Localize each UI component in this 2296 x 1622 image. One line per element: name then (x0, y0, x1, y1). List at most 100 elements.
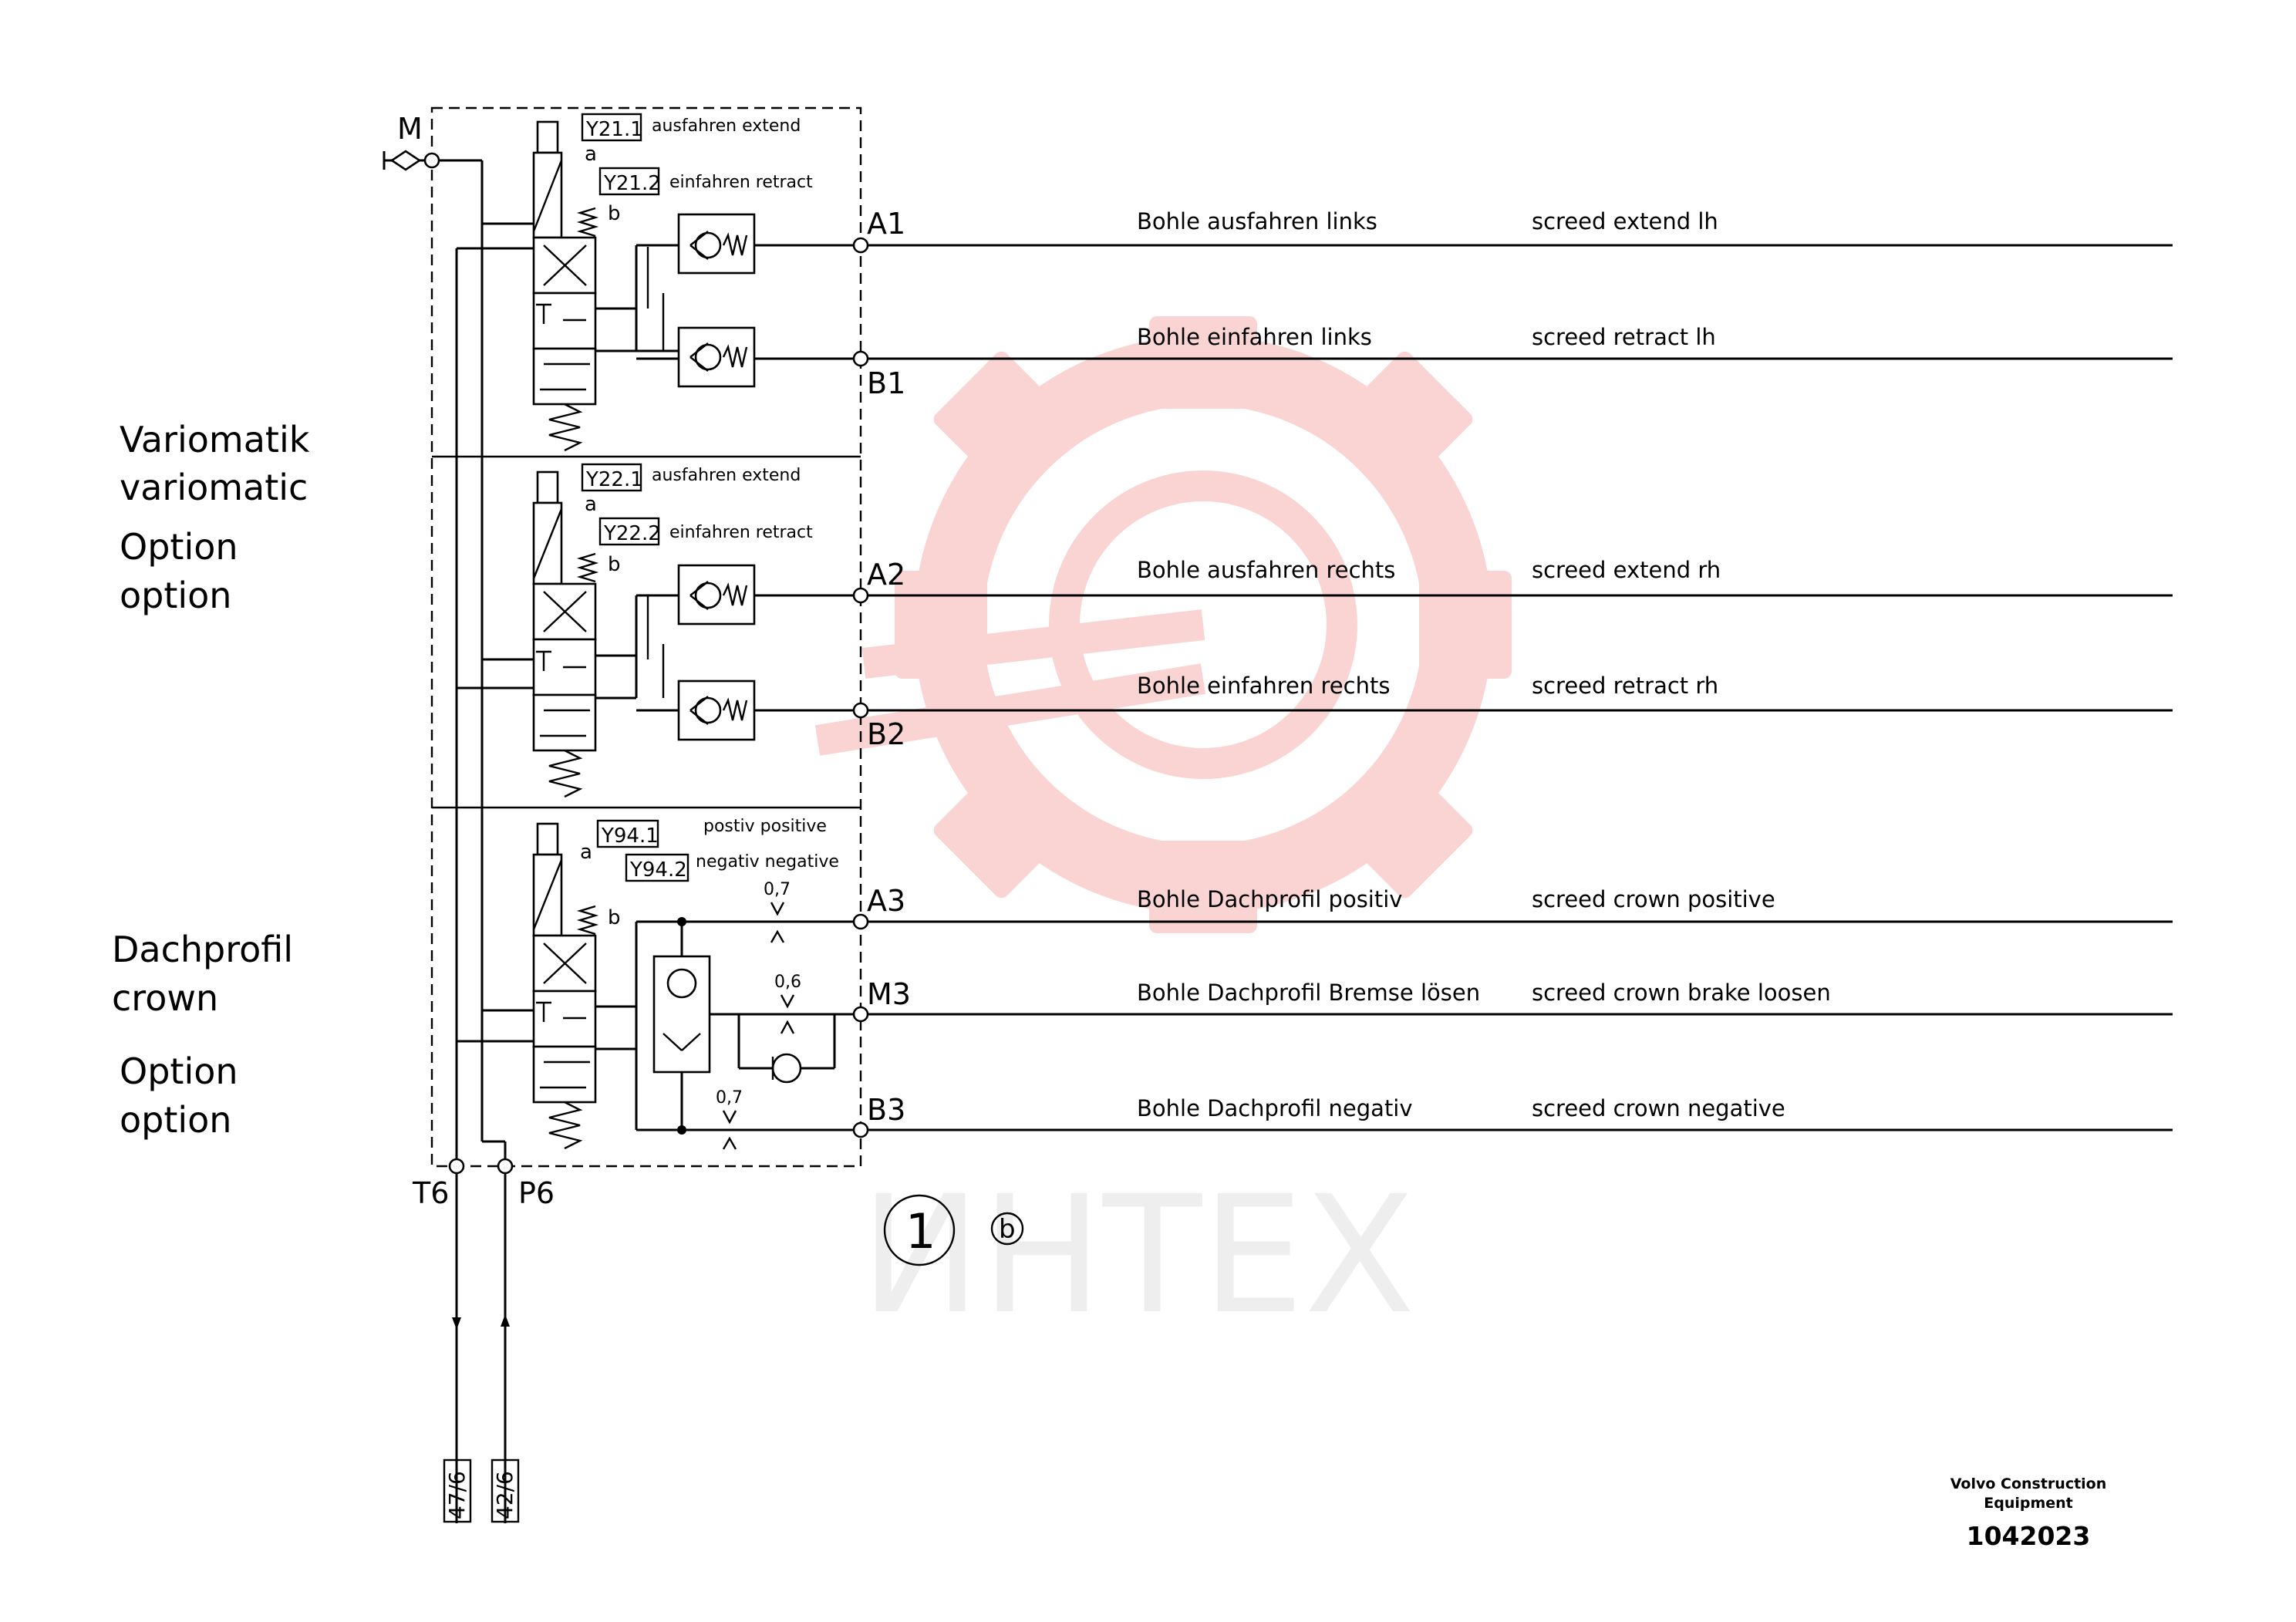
brand-line-2: Equipment (1984, 1495, 2073, 1512)
port-m3-label: M3 (867, 977, 911, 1011)
solenoid-a-tag-2: Y22.1 (585, 468, 643, 491)
spring-icon (548, 1101, 583, 1150)
port-b3-marker (852, 1121, 869, 1138)
port-m-marker (423, 152, 440, 169)
position-b-label-2: b (608, 553, 621, 576)
callout-sub-text: b (999, 1214, 1016, 1245)
callouts: 1 b (883, 1194, 1024, 1266)
line-a3-desc-de: Bohle Dachprofil positiv (1137, 886, 1402, 912)
callout-main-text: 1 (905, 1203, 936, 1259)
solenoid-b-tag-1: Y21.2 (603, 172, 661, 195)
section-variomatic-title-en: variomatic (120, 467, 308, 508)
solenoid-a-label-1: ausfahren extend (652, 116, 801, 136)
spring-icon (548, 749, 583, 798)
solenoid-a-tag-3: Y94.1 (601, 824, 659, 848)
restrictor-icon (722, 1110, 737, 1125)
section-variomatic-option-de: Option (120, 526, 238, 568)
callout-sub-circle (990, 1212, 1024, 1246)
position-a-label-3: a (580, 841, 592, 864)
ref-box-tank (443, 1458, 472, 1523)
valve-block-outline (430, 106, 862, 1168)
line-a1-desc-de: Bohle ausfahren links (1137, 208, 1377, 234)
port-a2-marker (852, 587, 869, 604)
port-a1-marker (852, 237, 869, 254)
gauge-port-icon (389, 150, 422, 171)
solenoid-b-label-2: einfahren retract (669, 523, 813, 542)
port-labels: A1 B1 A2 B2 A3 M3 B3 (867, 207, 911, 1127)
drawing-code: 1042023 (1967, 1521, 2091, 1551)
port-a3-label: A3 (867, 884, 905, 918)
line-b2-desc-en: screed retract rh (1532, 673, 1718, 699)
section-crown-option-de: Option (120, 1050, 238, 1092)
port-t6-marker (448, 1158, 465, 1175)
solenoid-a-label-2: ausfahren extend (652, 466, 801, 485)
section-labels: Variomatik variomatic Option option Dach… (112, 419, 310, 1141)
line-a3-desc-en: screed crown positive (1532, 886, 1775, 912)
solenoid-a-label-3: postiv positive (703, 817, 827, 836)
section-crown-title-de: Dachprofil (112, 929, 293, 970)
spool-position-b (532, 693, 597, 752)
supply-lines: M T6 P6 47/6 42/6 (383, 112, 555, 1523)
ref-pressure-text: 42/6 (492, 1471, 518, 1519)
position-a-label-1: a (585, 143, 597, 166)
watermark-gear-teeth (895, 316, 1512, 933)
solenoid-a-tag-1: Y21.1 (585, 118, 643, 141)
restrictor-icon (780, 994, 795, 1009)
line-b3-desc-en: screed crown negative (1532, 1095, 1785, 1121)
check-valve-icon (771, 1053, 802, 1084)
port-b1-marker (852, 350, 869, 367)
line-b2-desc-de: Bohle einfahren rechts (1137, 673, 1390, 699)
solenoid-b-label-1: einfahren retract (669, 173, 813, 192)
valve-section-3: Y94.1 postiv positive a Y94.2 negativ ne… (457, 817, 861, 1150)
ref-box-pressure (491, 1458, 520, 1523)
ref-tank-text: 47/6 (444, 1471, 470, 1519)
output-lines (852, 237, 2173, 1138)
section-crown-option-en: option (120, 1099, 231, 1141)
section-variomatic-title-de: Variomatik (120, 419, 310, 460)
line-b1-desc-en: screed retract lh (1532, 324, 1716, 350)
port-b3-label: B3 (867, 1093, 905, 1127)
port-b2-label: B2 (867, 717, 905, 751)
line-descriptions: Bohle ausfahren links screed extend lh B… (1137, 208, 1831, 1121)
restrictor-1-value: 0,7 (764, 880, 791, 899)
port-a3-marker (852, 913, 869, 930)
restrictor-icon (770, 902, 785, 916)
line-b3-desc-de: Bohle Dachprofil negativ (1137, 1095, 1413, 1121)
line-a1-desc-en: screed extend lh (1532, 208, 1718, 234)
position-a-label-2: a (585, 493, 597, 516)
port-m3-marker (852, 1006, 869, 1023)
restrictor-2-value: 0,6 (774, 973, 801, 992)
solenoid-b-tag-3: Y94.2 (629, 858, 687, 882)
flow-arrow-up-icon (501, 1314, 510, 1327)
line-b1-desc-de: Bohle einfahren links (1137, 324, 1372, 350)
watermark-text: ИНТЕХ (860, 1161, 1415, 1350)
flow-arrow-down-icon (452, 1317, 461, 1330)
port-a2-label: A2 (867, 558, 905, 592)
port-b1-label: B1 (867, 366, 905, 400)
section-crown-title-en: crown (112, 977, 218, 1019)
port-a1-label: A1 (867, 207, 905, 241)
spring-icon (548, 403, 583, 452)
port-m-label: M (397, 112, 423, 146)
restrictor-3-value: 0,7 (716, 1088, 743, 1108)
position-b-label-3: b (608, 906, 621, 929)
port-b2-marker (852, 702, 869, 719)
port-p6-label: P6 (518, 1176, 555, 1210)
shuttle-valve-icon (652, 955, 711, 1074)
valve-section-1: Y21.1 ausfahren extend a Y21.2 einfahren… (457, 113, 861, 452)
brand-block: Volvo Construction Equipment 1042023 (1950, 1475, 2107, 1551)
line-m3-desc-en: screed crown brake loosen (1532, 980, 1831, 1006)
spool-position-b (532, 1045, 597, 1104)
section-variomatic-option-en: option (120, 575, 231, 616)
callout-main-circle (883, 1194, 956, 1266)
line-a2-desc-de: Bohle ausfahren rechts (1137, 557, 1395, 583)
position-b-label-1: b (608, 202, 621, 225)
spool-position-b (532, 347, 597, 406)
brand-line-1: Volvo Construction (1950, 1475, 2107, 1492)
port-p6-marker (497, 1158, 514, 1175)
port-t6-label: T6 (412, 1176, 449, 1210)
valve-section-2: Y22.1 ausfahren extend a Y22.2 einfahren… (457, 463, 861, 798)
line-m3-desc-de: Bohle Dachprofil Bremse lösen (1137, 980, 1480, 1006)
solenoid-b-label-3: negativ negative (696, 852, 839, 872)
